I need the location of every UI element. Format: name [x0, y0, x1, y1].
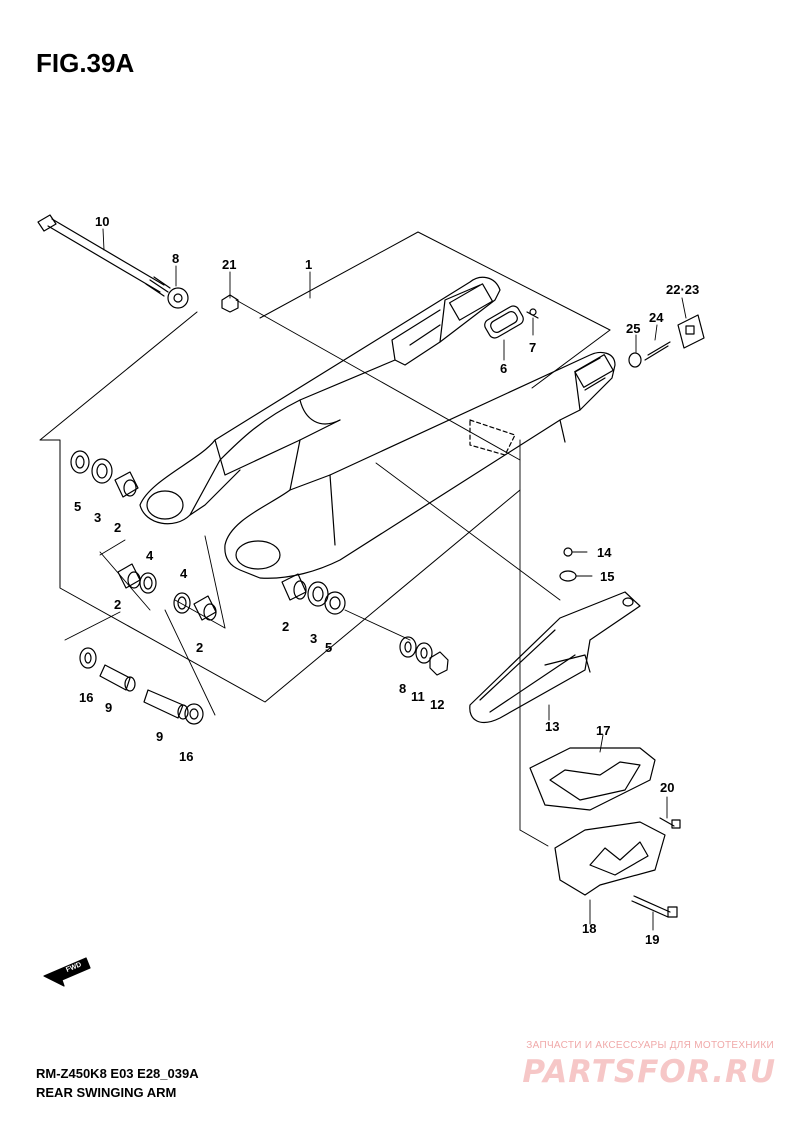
callout-2-lower: 2: [114, 597, 121, 612]
callout-13: 13: [545, 719, 559, 734]
callout-10: 10: [95, 214, 109, 229]
callout-2-left: 2: [114, 520, 121, 535]
callout-1: 1: [305, 257, 312, 272]
diagram-name: REAR SWINGING ARM: [36, 1085, 177, 1100]
hardware: [70, 287, 705, 725]
callout-25: 25: [626, 321, 640, 336]
callout-18: 18: [582, 921, 596, 936]
fwd-arrow-icon: FWD: [43, 957, 91, 987]
callout-8-top: 8: [172, 251, 179, 266]
callout-5-right: 5: [325, 640, 332, 655]
callout-21: 21: [222, 257, 236, 272]
callout-15: 15: [600, 569, 614, 584]
callout-labels: 10 8 21 1 22·23 7 6 24 25 5 3 2 4 2 4 2 …: [74, 214, 699, 947]
callout-20: 20: [660, 780, 674, 795]
callout-4-mid: 4: [180, 566, 188, 581]
callout-5-left: 5: [74, 499, 81, 514]
callout-19: 19: [645, 932, 659, 947]
assembly-frame: [39, 231, 611, 703]
callout-7: 7: [529, 340, 536, 355]
callout-9-upper: 9: [105, 700, 112, 715]
callout-3-left: 3: [94, 510, 101, 525]
callout-4-left: 4: [146, 548, 154, 563]
callout-2-mid: 2: [196, 640, 203, 655]
callout-2-right: 2: [282, 619, 289, 634]
callout-11: 11: [411, 689, 425, 704]
callout-12: 12: [430, 697, 444, 712]
callout-16-right: 16: [179, 749, 193, 764]
callout-22-23: 22·23: [666, 282, 699, 297]
callout-16-left: 16: [79, 690, 93, 705]
leader-lines: [64, 228, 687, 931]
swingarm-body: [139, 276, 616, 579]
callout-8-lower: 8: [399, 681, 406, 696]
pivot-bolt: [37, 214, 171, 297]
diagram-code: RM-Z450K8 E03 E28_039A: [36, 1066, 199, 1081]
watermark-logo: PARTSFOR.RU: [522, 1054, 776, 1090]
callout-9-lower: 9: [156, 729, 163, 744]
callout-3-right: 3: [310, 631, 317, 646]
callout-6: 6: [500, 361, 507, 376]
callout-14: 14: [597, 545, 612, 560]
chain-guide: [469, 591, 641, 723]
figure-title: FIG.39A: [36, 48, 135, 78]
callout-17: 17: [596, 723, 610, 738]
chain-guard: [529, 747, 681, 918]
callout-24: 24: [649, 310, 664, 325]
watermark-tagline: ЗАПЧАСТИ И АКСЕССУАРЫ ДЛЯ МОТОТЕХНИКИ: [526, 1040, 774, 1051]
